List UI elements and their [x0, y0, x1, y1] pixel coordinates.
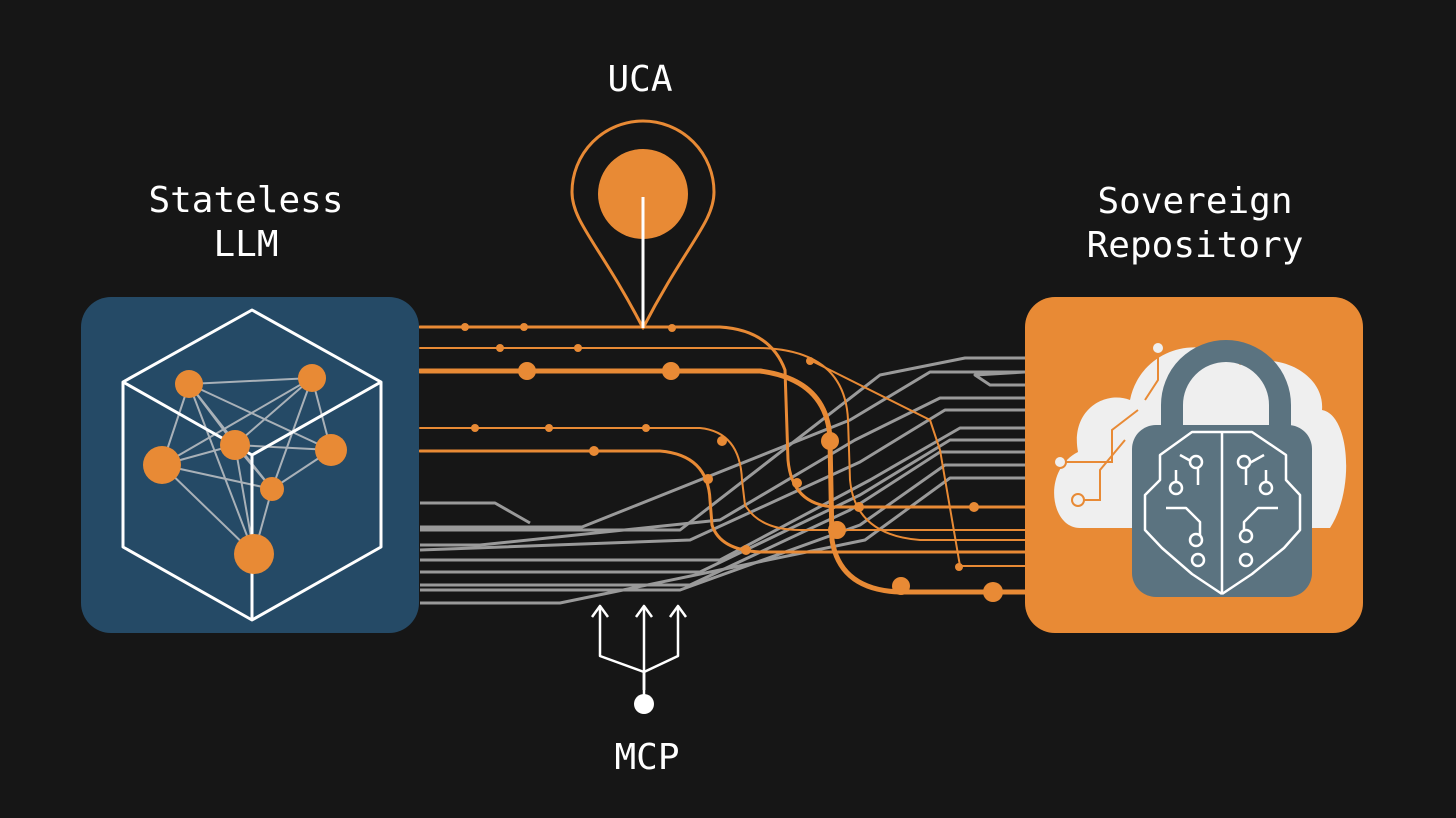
cube-network-icon: [121, 308, 383, 622]
stateless-llm-label-line2: LLM: [213, 224, 279, 265]
stateless-llm-label-line1: Stateless: [148, 180, 344, 221]
orange-connectors: [417, 325, 1028, 595]
mcp-label: MCP: [614, 737, 680, 778]
uca-label: UCA: [607, 59, 673, 100]
repository-panel: [1025, 297, 1363, 633]
sovereign-repository-label-line2: Repository: [1086, 225, 1304, 266]
orange-junction-dots: [461, 323, 1003, 602]
location-pin-icon: [570, 119, 716, 330]
llm-panel: [81, 297, 419, 633]
stateless-llm-label: Stateless LLM: [96, 179, 396, 267]
sovereign-repository-label: Sovereign Repository: [1015, 180, 1375, 268]
fork-arrows-icon: [590, 604, 688, 714]
gray-connectors: [419, 356, 1026, 605]
sovereign-repository-label-line1: Sovereign: [1097, 181, 1293, 222]
cloud-lock-brain-icon: [1053, 340, 1347, 597]
